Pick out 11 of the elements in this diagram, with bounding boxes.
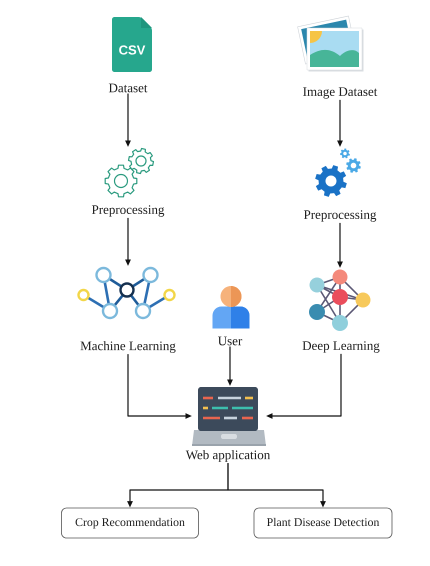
- icon-caption: Image Dataset: [303, 87, 378, 99]
- icon-caption: Dataset: [108, 84, 148, 92]
- icon-caption: Machine Learning: [80, 341, 176, 353]
- result-box: Crop Recommendation: [61, 508, 199, 538]
- icon-caption: Web application: [186, 450, 270, 462]
- icon-caption: User: [218, 336, 242, 346]
- icon-caption: Preprocessing: [92, 205, 164, 217]
- result-box: Plant Disease Detection: [254, 508, 392, 538]
- icon-caption: Preprocessing: [304, 210, 376, 222]
- icon-caption: Deep Learning: [302, 341, 380, 353]
- file-type-label: CSV: [119, 45, 146, 55]
